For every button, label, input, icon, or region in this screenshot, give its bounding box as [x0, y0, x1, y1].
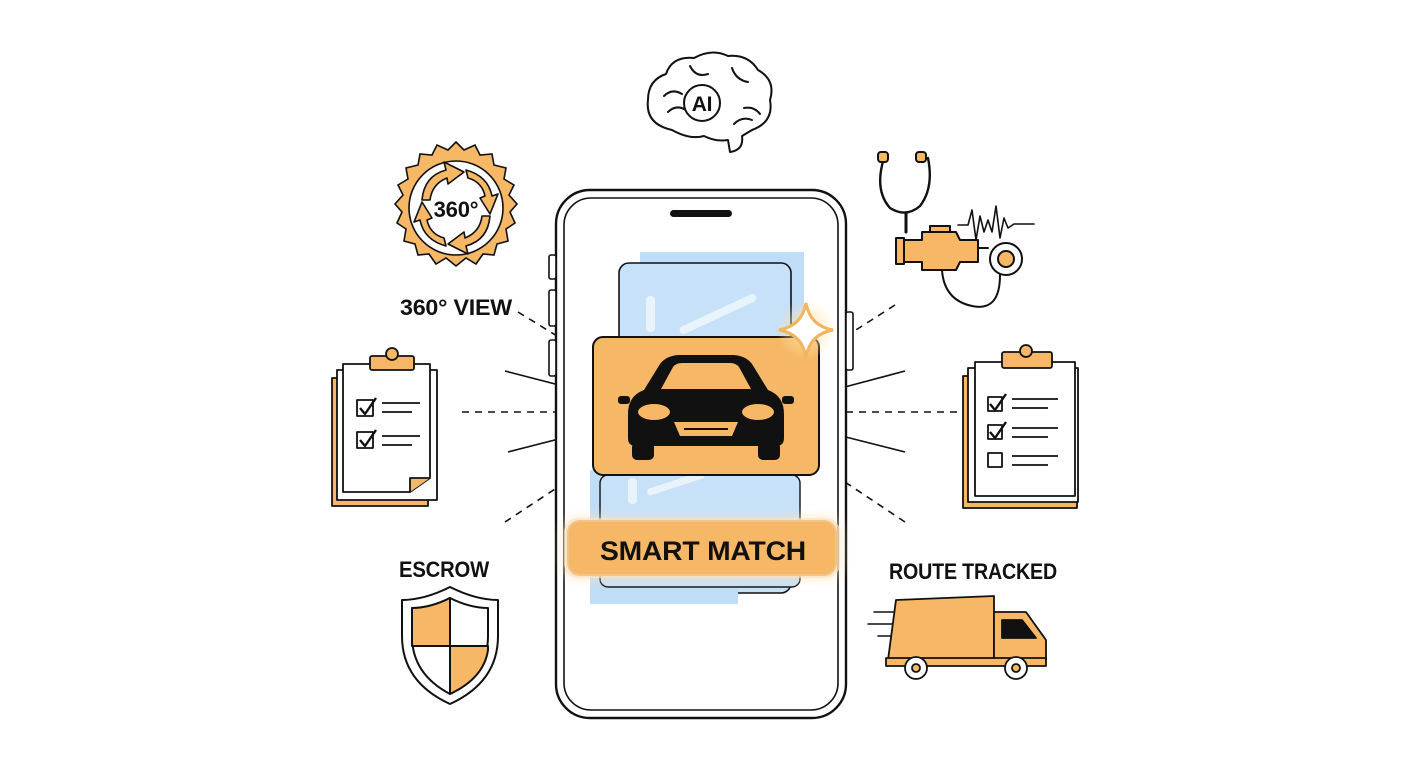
badge-360-label: 360° [434, 197, 479, 222]
ai-label: AI [692, 93, 713, 116]
view-360-label: 360° VIEW [400, 295, 512, 320]
car-match-card [592, 336, 820, 476]
brain-ai-icon: AI [646, 51, 773, 153]
escrow-label: ESCROW [399, 557, 489, 582]
sparkle-icon [776, 300, 836, 360]
engine-diagnostics-icon [877, 151, 1035, 308]
car-front-icon [618, 355, 794, 460]
delivery-truck-icon [867, 595, 1047, 680]
smart-match-label: SMART MATCH [600, 536, 806, 566]
smart-match-button[interactable]: SMART MATCH [564, 518, 840, 578]
rotate-360-icon: 360° [393, 140, 519, 268]
shield-escrow-icon [401, 586, 499, 705]
route-tracked-label: ROUTE TRACKED [889, 559, 1057, 584]
checklist-icon-right [962, 344, 1079, 509]
checklist-icon [331, 347, 438, 507]
